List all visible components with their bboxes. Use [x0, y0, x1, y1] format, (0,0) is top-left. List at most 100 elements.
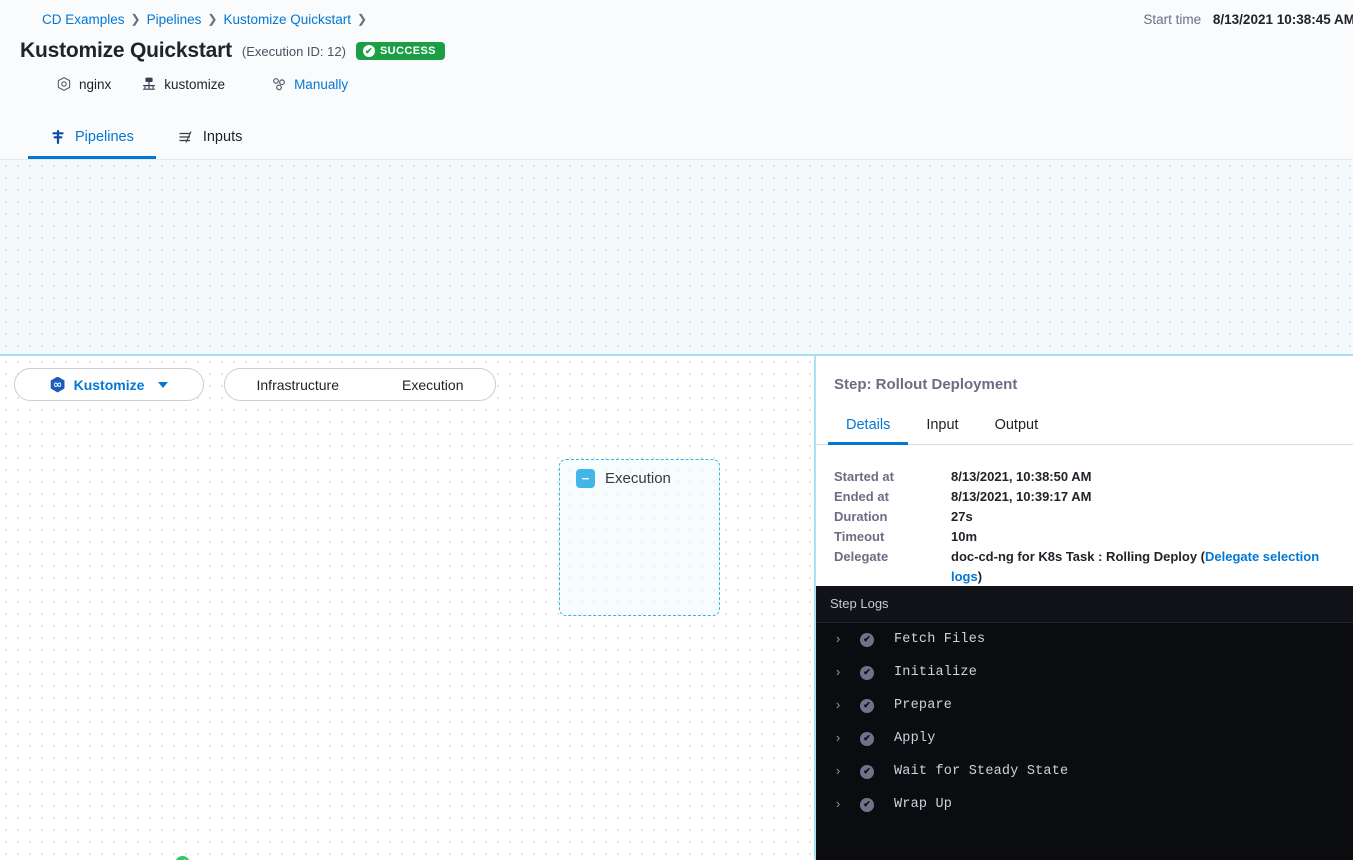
log-section-wrap-up[interactable]: › ✔ Wrap Up: [816, 788, 1353, 821]
log-section-apply[interactable]: › ✔ Apply: [816, 722, 1353, 755]
detail-key: Ended at: [834, 489, 889, 504]
chevron-right-icon: ❯: [130, 12, 141, 26]
log-section-initialize[interactable]: › ✔ Initialize: [816, 656, 1353, 689]
log-section-label: Fetch Files: [894, 632, 986, 647]
success-check-icon: ✔: [860, 764, 874, 779]
step-title: Step: Rollout Deployment: [834, 376, 1018, 393]
detail-value: 10m: [951, 529, 978, 544]
detail-key: Duration: [834, 509, 888, 524]
chevron-right-icon[interactable]: ›: [834, 797, 842, 812]
detail-value: 8/13/2021, 10:39:17 AM: [951, 489, 1092, 504]
status-badge: ✔ SUCCESS: [355, 42, 445, 60]
detail-value: 8/13/2021, 10:38:50 AM: [951, 469, 1092, 484]
start-time-value: 8/13/2021 10:38:45 AM: [1212, 12, 1353, 27]
title-row: Kustomize Quickstart (Execution ID: 12) …: [20, 39, 1333, 63]
step-detail-tabs: Details Input Output: [816, 409, 1353, 445]
success-badge-icon: ✔: [173, 854, 192, 860]
detail-row-duration: Duration 27s: [834, 507, 1353, 527]
page-title: Kustomize Quickstart: [20, 39, 232, 62]
execution-group-label: Execution: [605, 470, 671, 487]
detail-key: Timeout: [834, 529, 885, 544]
meta-service-label: nginx: [79, 76, 112, 92]
collapse-icon[interactable]: −: [576, 469, 595, 488]
success-check-icon: ✔: [860, 665, 874, 680]
tab-details[interactable]: Details: [828, 409, 909, 445]
stage-selector-label: Kustomize: [73, 376, 145, 393]
pipeline-graph-top[interactable]: ∞ ✔ Kustomize: [0, 160, 1353, 356]
stage-selector-dropdown[interactable]: Kustomize: [14, 368, 204, 401]
chevron-right-icon[interactable]: ›: [834, 764, 842, 779]
log-section-label: Initialize: [894, 665, 978, 680]
execution-id: (Execution ID: 12): [241, 43, 346, 59]
log-section-label: Apply: [894, 731, 936, 746]
log-section-label: Wait for Steady State: [894, 764, 1069, 779]
tab-inputs-label: Inputs: [202, 129, 243, 145]
chevron-right-icon[interactable]: ›: [834, 632, 842, 647]
section-toggle[interactable]: Infrastructure Execution: [224, 368, 496, 401]
execution-meta-row: nginx kustomize: [20, 76, 1333, 92]
harness-logo-icon: [20, 76, 36, 92]
log-section-label: Wrap Up: [894, 797, 953, 812]
breadcrumb: CD Examples ❯ Pipelines ❯ Kustomize Quic…: [20, 0, 1333, 27]
lower-area: Kustomize Infrastructure Execution − Exe…: [0, 356, 1353, 860]
meta-trigger-label[interactable]: Manually: [294, 76, 349, 92]
chevron-right-icon[interactable]: ›: [834, 665, 842, 680]
log-section-prepare[interactable]: › ✔ Prepare: [816, 689, 1353, 722]
status-badge-label: SUCCESS: [379, 45, 436, 57]
detail-value: doc-cd-ng for K8s Task : Rolling Deploy …: [951, 547, 1353, 587]
tab-pipelines[interactable]: Pipelines: [28, 117, 156, 159]
chevron-down-icon: [158, 381, 169, 388]
chevron-right-icon: ❯: [207, 12, 218, 26]
success-check-icon: ✔: [860, 632, 874, 647]
meta-environment-label: kustomize: [164, 76, 226, 92]
page-header: CD Examples ❯ Pipelines ❯ Kustomize Quic…: [0, 0, 1353, 160]
log-section-fetch-files[interactable]: › ✔ Fetch Files: [816, 623, 1353, 656]
toggle-infrastructure[interactable]: Infrastructure: [256, 376, 339, 393]
tab-input[interactable]: Input: [926, 417, 959, 433]
step-detail-list: Started at 8/13/2021, 10:38:50 AM Ended …: [816, 445, 1353, 587]
inputs-icon: [178, 129, 194, 145]
toggle-execution[interactable]: Execution: [402, 376, 464, 393]
delegate-text-prefix: doc-cd-ng for K8s Task : Rolling Deploy …: [951, 549, 1205, 564]
detail-value: 27s: [951, 509, 973, 524]
execution-group-header: − Execution: [576, 469, 671, 488]
start-time-label: Start time: [1143, 12, 1202, 27]
check-icon: ✔: [362, 45, 375, 57]
start-time: Start time 8/13/2021 10:38:45 AM: [1143, 12, 1353, 27]
chevron-right-icon[interactable]: ›: [834, 698, 842, 713]
tab-output[interactable]: Output: [994, 417, 1039, 433]
main-tabs: Pipelines Inputs: [28, 117, 264, 159]
pipeline-icon: [50, 129, 66, 145]
pipeline-graph-bottom[interactable]: Kustomize Infrastructure Execution − Exe…: [0, 356, 814, 860]
detail-row-timeout: Timeout 10m: [834, 527, 1353, 547]
meta-trigger[interactable]: Manually: [271, 76, 348, 92]
tab-pipelines-label: Pipelines: [75, 129, 134, 145]
breadcrumb-item-cd-examples[interactable]: CD Examples: [42, 11, 125, 27]
delegate-text-suffix: ): [977, 569, 983, 584]
delegate-selection-logs-link[interactable]: Delegate selection logs: [951, 549, 1320, 584]
step-details-panel: Step: Rollout Deployment Details Input O…: [814, 356, 1353, 860]
success-check-icon: ✔: [860, 797, 874, 812]
step-logs-console[interactable]: Step Logs › ✔ Fetch Files › ✔ Initialize…: [816, 586, 1353, 860]
detail-row-delegate: Delegate doc-cd-ng for K8s Task : Rollin…: [834, 547, 1353, 587]
graph-controls: Kustomize Infrastructure Execution: [14, 368, 496, 401]
detail-row-started-at: Started at 8/13/2021, 10:38:50 AM: [834, 467, 1353, 487]
detail-key: Started at: [834, 469, 894, 484]
chevron-right-icon[interactable]: ›: [834, 731, 842, 746]
harness-logo-icon: [20, 11, 36, 27]
breadcrumb-item-pipelines[interactable]: Pipelines: [146, 11, 202, 27]
tab-inputs[interactable]: Inputs: [156, 117, 265, 159]
trigger-icon: [271, 76, 287, 92]
harness-hex-icon: [50, 376, 65, 393]
environment-icon: [141, 76, 157, 92]
log-section-wait-for-steady-state[interactable]: › ✔ Wait for Steady State: [816, 755, 1353, 788]
detail-row-ended-at: Ended at 8/13/2021, 10:39:17 AM: [834, 487, 1353, 507]
success-check-icon: ✔: [860, 698, 874, 713]
breadcrumb-item-kustomize-quickstart[interactable]: Kustomize Quickstart: [223, 11, 351, 27]
log-section-label: Prepare: [894, 698, 953, 713]
service-icon: [56, 76, 72, 92]
detail-key: Delegate: [834, 549, 889, 564]
success-check-icon: ✔: [860, 731, 874, 746]
step-logs-header: Step Logs: [816, 586, 1353, 623]
